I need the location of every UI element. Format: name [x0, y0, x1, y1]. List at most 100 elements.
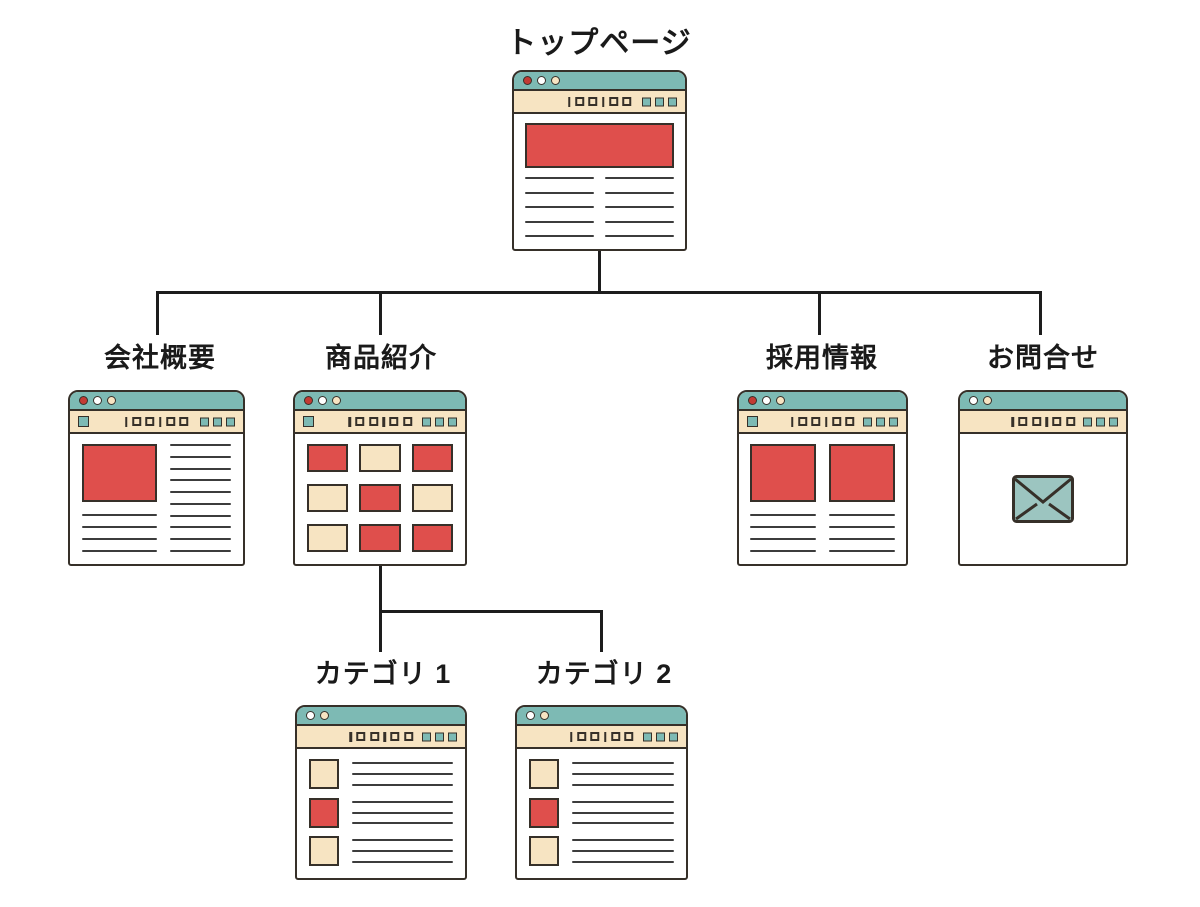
nav-button-square	[78, 416, 89, 427]
url-pattern-bar	[383, 731, 386, 742]
text-line	[169, 444, 231, 446]
control-square	[889, 417, 898, 426]
window-dot	[776, 396, 785, 405]
control-square	[863, 417, 872, 426]
url-pattern-square	[131, 417, 141, 426]
list-item	[529, 797, 674, 828]
text-line	[750, 550, 816, 552]
traffic-light-dots	[748, 396, 785, 405]
text-column	[605, 177, 674, 237]
window-control-squares	[863, 417, 898, 426]
control-square	[669, 732, 678, 741]
url-pattern-square	[610, 732, 620, 741]
url-pattern-square	[1065, 417, 1075, 426]
url-pattern-square	[1018, 417, 1028, 426]
url-pattern	[569, 731, 634, 742]
thumbnail-block	[529, 758, 559, 789]
window-addressbar	[297, 726, 465, 749]
control-square	[448, 732, 457, 741]
url-pattern-square	[145, 417, 155, 426]
grid-cell	[307, 444, 349, 472]
text-line	[82, 526, 157, 528]
nav-button-square	[303, 416, 314, 427]
text-line	[525, 235, 594, 237]
text-line	[605, 220, 674, 223]
text-line	[352, 783, 453, 786]
text-lines	[169, 444, 231, 552]
url-pattern-square	[369, 732, 379, 741]
window-content	[297, 749, 465, 878]
control-square	[642, 97, 651, 106]
connector-drop-cat1	[379, 610, 382, 652]
url-pattern-square	[811, 417, 821, 426]
browser-window-contact	[958, 390, 1128, 566]
grid-cell	[359, 444, 401, 472]
control-square	[422, 732, 431, 741]
traffic-light-dots	[526, 711, 549, 720]
window-dot	[983, 396, 992, 405]
url-pattern-square	[622, 97, 632, 106]
url-pattern-bar	[124, 416, 128, 427]
url-pattern-bar	[382, 416, 385, 427]
connector-drop-company	[156, 291, 159, 335]
window-addressbar	[960, 411, 1126, 434]
window-dot	[306, 711, 315, 720]
url-pattern	[124, 416, 189, 427]
window-titlebar	[739, 392, 906, 411]
image-block	[82, 444, 157, 502]
text-line	[572, 800, 674, 803]
thumbnail-block	[309, 836, 339, 867]
window-titlebar	[960, 392, 1126, 411]
url-pattern-square	[608, 97, 618, 106]
control-square	[1109, 417, 1118, 426]
text-line	[352, 772, 453, 775]
page-label-top: トップページ	[506, 27, 692, 60]
traffic-light-dots	[79, 396, 116, 405]
text-line	[352, 800, 453, 803]
text-line	[750, 538, 816, 540]
connector-level1-bar	[156, 291, 1042, 294]
window-dot	[762, 396, 771, 405]
control-square	[213, 417, 222, 426]
text-line	[829, 550, 895, 552]
url-pattern-bar	[348, 416, 351, 427]
list-item	[309, 836, 453, 867]
window-control-squares	[422, 732, 457, 741]
thumbnail-block	[309, 758, 339, 789]
window-dot	[551, 76, 560, 85]
window-titlebar	[70, 392, 243, 411]
text-line	[82, 538, 157, 540]
window-dot	[79, 396, 88, 405]
text-lines	[750, 514, 816, 552]
text-columns	[750, 502, 895, 552]
control-square	[1096, 417, 1105, 426]
text-line	[525, 191, 594, 194]
window-dot	[969, 396, 978, 405]
text-lines	[352, 836, 453, 866]
text-line	[169, 467, 231, 470]
text-line	[750, 526, 816, 528]
url-pattern-bar	[790, 416, 794, 427]
browser-window-category1	[295, 705, 467, 880]
grid-cell	[307, 524, 349, 552]
text-line	[352, 762, 453, 764]
grid-cell	[359, 524, 401, 552]
window-dot	[332, 396, 341, 405]
traffic-light-dots	[304, 396, 341, 405]
page-label-recruit: 採用情報	[766, 343, 878, 373]
window-addressbar	[295, 411, 465, 434]
url-pattern-bar	[601, 96, 605, 107]
hero-image	[525, 123, 674, 168]
grid-cell	[359, 484, 401, 512]
window-content	[70, 434, 243, 564]
url-pattern-square	[355, 417, 365, 426]
text-line	[352, 811, 453, 814]
url-pattern	[1011, 416, 1075, 427]
window-addressbar	[517, 726, 686, 749]
url-pattern-bar	[569, 731, 573, 742]
text-line	[605, 177, 674, 179]
text-lines	[352, 798, 453, 828]
window-dot	[526, 711, 535, 720]
window-control-squares	[642, 97, 677, 106]
text-line	[605, 206, 674, 208]
